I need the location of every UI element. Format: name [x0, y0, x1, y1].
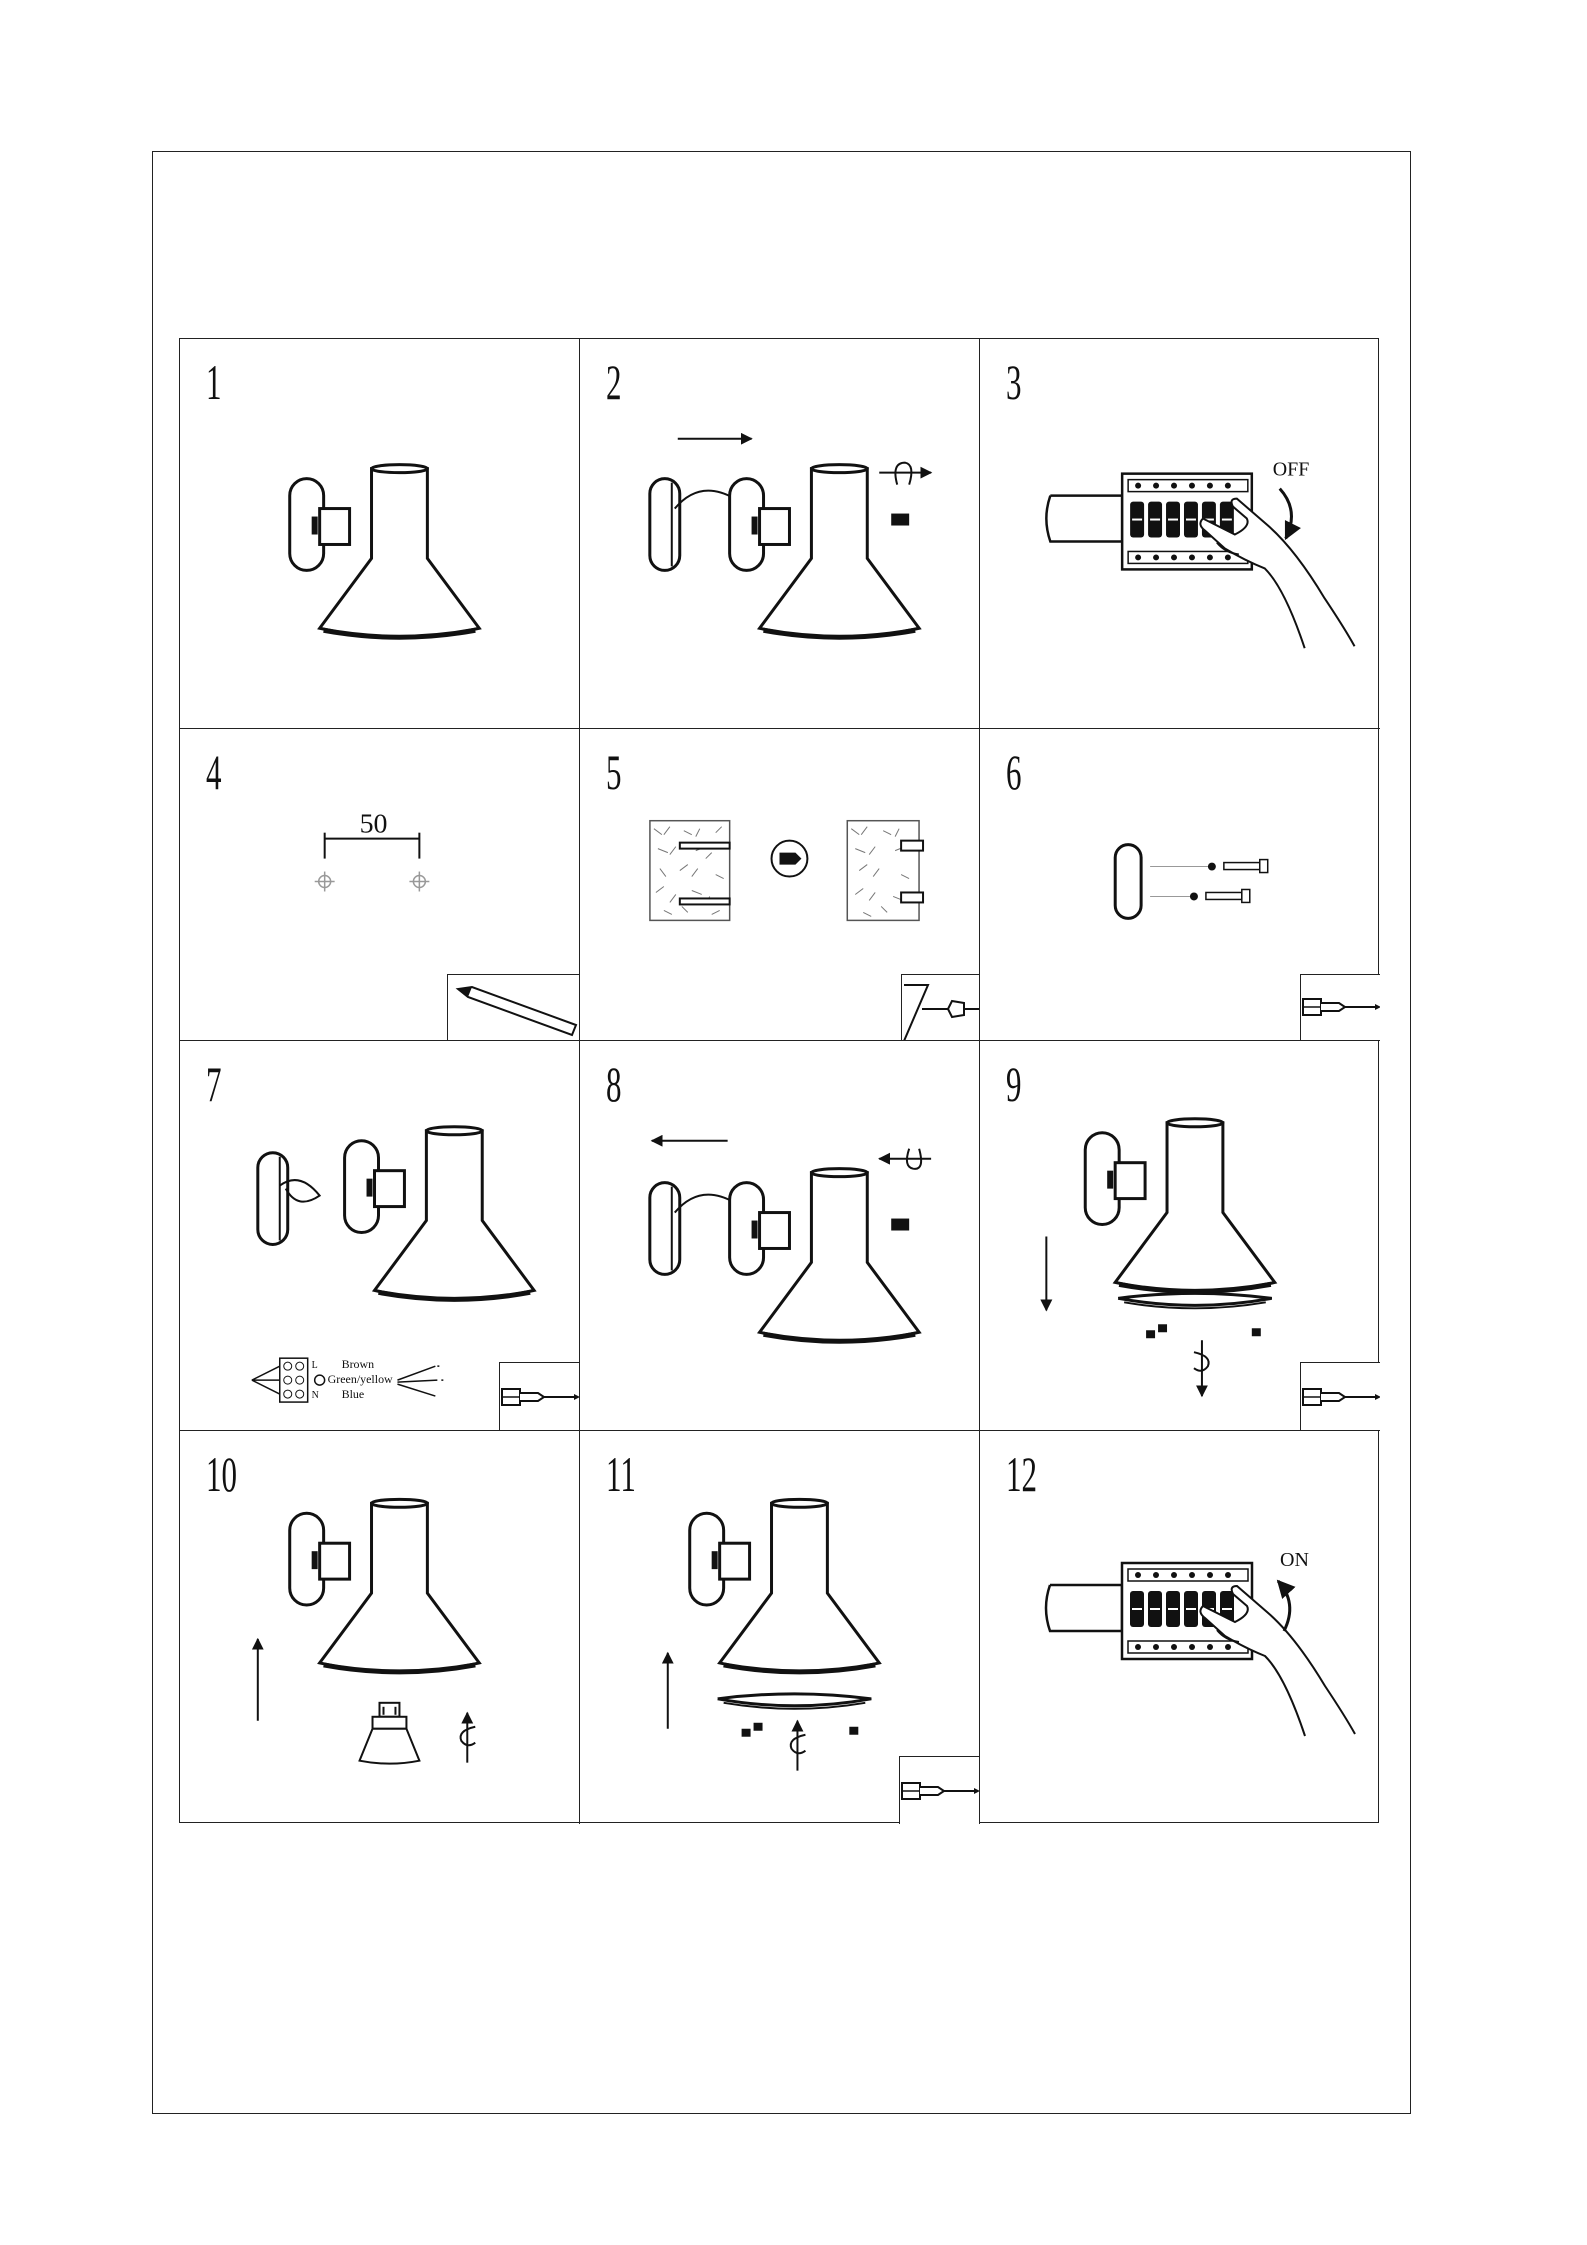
rotate-icon: [879, 1149, 931, 1169]
tool-box: [1300, 974, 1380, 1040]
screwdriver-icon: [900, 1757, 980, 1824]
step-6: 6: [980, 729, 1380, 1041]
step-11: 11: [580, 1431, 980, 1824]
tool-box: [447, 974, 579, 1040]
step-7: 7 L N Brown Green/yellow Blue: [180, 1041, 580, 1431]
step-3: 3 OFF: [980, 339, 1380, 729]
on-label: ON: [1280, 1549, 1309, 1571]
wall-lamp-icon: [180, 1431, 579, 1824]
screw-icon: [1146, 1324, 1261, 1338]
rotate-icon: [879, 463, 931, 485]
step-12: 12 ON: [980, 1431, 1380, 1824]
wall-lamp-icon: [580, 339, 979, 728]
screwdriver-icon: [1301, 975, 1380, 1041]
step-1: 1: [180, 339, 580, 729]
step-2: 2: [580, 339, 980, 729]
dimension-label: 50: [360, 809, 388, 840]
screw-icon: [1150, 860, 1268, 903]
step-5: 5: [580, 729, 980, 1041]
wall-lamp-icon: [180, 339, 579, 728]
tool-box: [1300, 1362, 1380, 1430]
svg-text:Brown: Brown: [342, 1357, 375, 1371]
svg-text:Green/yellow: Green/yellow: [328, 1372, 393, 1386]
drill-icon: [902, 975, 980, 1041]
instruction-grid: 1 2 3 OFF 4: [179, 338, 1379, 1823]
screwdriver-icon: [1301, 1363, 1380, 1431]
screwdriver-icon: [500, 1363, 580, 1431]
screw-icon: [891, 1219, 909, 1231]
svg-text:Blue: Blue: [342, 1387, 365, 1401]
off-label: OFF: [1273, 459, 1310, 481]
screw-icon: [891, 514, 909, 526]
rotate-icon: [461, 1713, 476, 1763]
wall-lamp-icon: [580, 1041, 979, 1430]
bulb-icon: [360, 1703, 420, 1764]
rotate-icon: [1194, 1340, 1209, 1396]
tool-box: [899, 1756, 979, 1824]
circuit-breaker-icon: OFF: [980, 339, 1380, 728]
pencil-icon: [448, 975, 580, 1041]
tool-box: [499, 1362, 579, 1430]
step-4: 4 50: [180, 729, 580, 1041]
step-10: 10: [180, 1431, 580, 1824]
svg-text:L: L: [312, 1360, 318, 1371]
svg-text:N: N: [312, 1390, 319, 1401]
step-9: 9: [980, 1041, 1380, 1431]
step-8: 8: [580, 1041, 980, 1431]
circuit-breaker-icon: ON: [980, 1431, 1380, 1824]
tool-box: [901, 974, 979, 1040]
screw-icon: [742, 1723, 859, 1737]
rotate-icon: [791, 1721, 806, 1771]
